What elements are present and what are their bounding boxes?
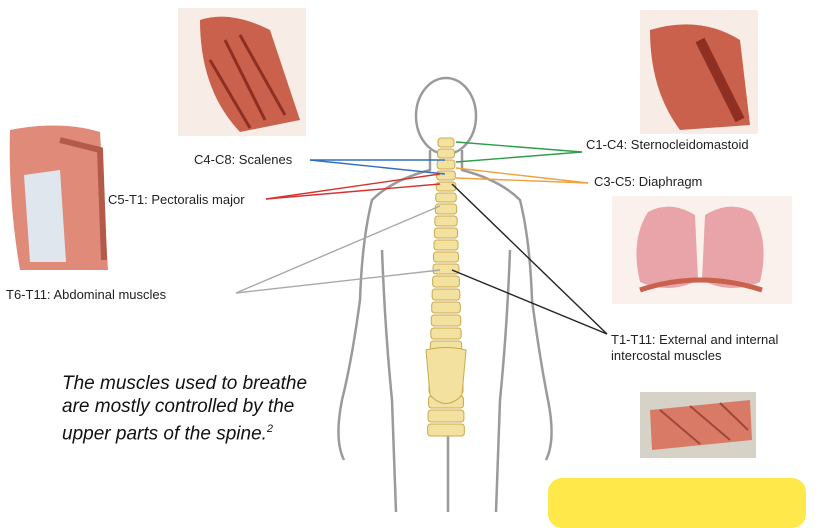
sternocleidomastoid-label: C1-C4: Sternocleidomastoid [586, 137, 749, 153]
connector-lines [236, 142, 607, 334]
diaphragm-label: C3-C5: Diaphragm [594, 174, 702, 190]
neck-sternocleidomastoid-illustration [640, 10, 758, 134]
vertebra [431, 328, 461, 339]
vertebra [432, 302, 461, 313]
intercostal-label-line2: intercostal muscles [611, 348, 722, 364]
abdominal-label: T6-T11: Abdominal muscles [6, 287, 166, 303]
intercostal-illustration [640, 392, 756, 458]
vertebra [434, 240, 458, 250]
sacrum [426, 348, 466, 404]
vertebra [437, 171, 456, 180]
vertebra [428, 424, 465, 436]
vertebra [436, 193, 457, 202]
abdominal-connector [236, 206, 440, 293]
vertebra [428, 410, 464, 422]
lungs-diaphragm-illustration [612, 196, 792, 304]
intercostal-connector [452, 184, 607, 334]
caption-footnote: 2 [267, 423, 273, 435]
scalenes-connector [310, 160, 445, 174]
sternocleidomastoid-connector-2 [456, 142, 582, 152]
neck-scalenes-illustration [178, 8, 306, 136]
caption: The muscles used to breathe are mostly c… [62, 372, 322, 445]
vertebra [431, 315, 461, 326]
spine-illustration [426, 138, 466, 436]
pectoralis-abdominal-illustration [10, 125, 108, 270]
scalenes-label: C4-C8: Scalenes [194, 152, 292, 168]
callout-box [548, 478, 806, 528]
pectoralis-label: C5-T1: Pectoralis major [108, 192, 245, 208]
vertebra [432, 289, 460, 300]
vertebra [433, 276, 460, 287]
vertebra [438, 138, 454, 147]
sternocleidomastoid-connector [456, 152, 582, 162]
abdominal-connector-2 [236, 270, 440, 293]
intercostal-connector-2 [452, 270, 607, 334]
vertebra [438, 149, 455, 158]
intercostal-label-line1: T1-T11: External and internal [611, 332, 778, 348]
vertebra [434, 252, 459, 262]
vertebra [436, 182, 456, 191]
vertebra [437, 160, 455, 169]
vertebra [435, 216, 457, 226]
vertebra [435, 204, 456, 214]
vertebra [433, 264, 459, 274]
vertebra [434, 228, 457, 238]
